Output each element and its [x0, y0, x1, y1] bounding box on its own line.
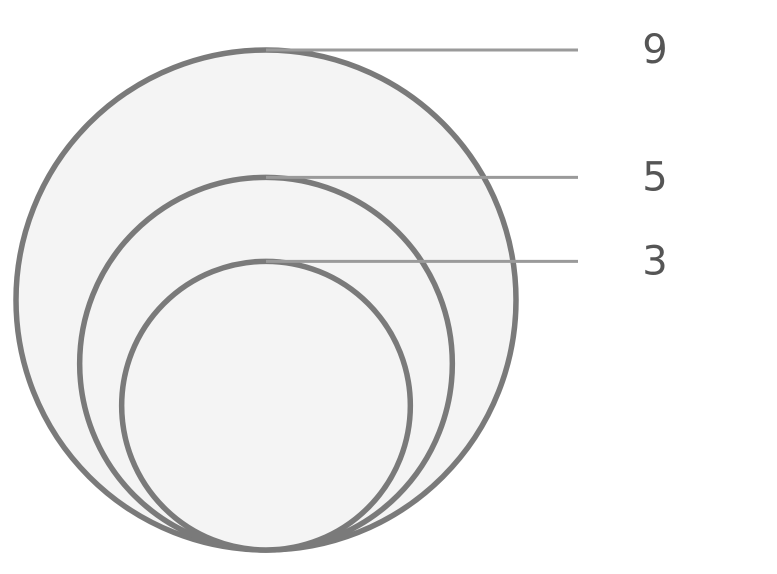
leader-line-group [266, 48, 578, 263]
bubble-3 [118, 258, 414, 553]
value-label-5: 5 [642, 154, 667, 200]
value-label-3: 3 [642, 238, 667, 284]
bubble-group [13, 47, 519, 553]
value-label-9: 9 [642, 27, 667, 73]
value-label-group: 9 5 3 [642, 27, 667, 284]
